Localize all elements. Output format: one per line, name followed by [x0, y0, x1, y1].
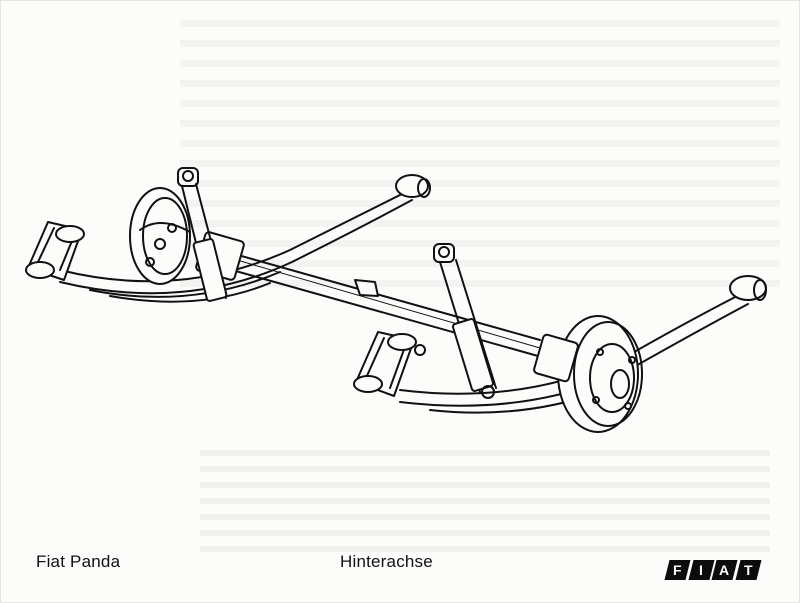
left-brake-drum: [129, 187, 191, 285]
logo-letter: A: [719, 562, 730, 578]
right-shock-absorber: [433, 243, 497, 399]
fiat-logo: F I A T: [664, 560, 761, 580]
model-caption: Fiat Panda: [36, 552, 121, 571]
logo-letter: F: [672, 562, 682, 578]
bleed-through-text-bottom: [200, 450, 770, 560]
axle-tube: [195, 231, 546, 359]
logo-tile: I: [688, 560, 714, 580]
right-brake-drum: [533, 315, 643, 433]
left-shackle: [25, 221, 85, 281]
left-leaf-spring: [59, 174, 431, 303]
logo-tile: T: [735, 560, 761, 580]
logo-tile: F: [664, 560, 690, 580]
left-shock-absorber: [177, 167, 228, 302]
part-caption: Hinterachse: [340, 552, 433, 571]
logo-tile: A: [711, 560, 737, 580]
logo-letter: I: [698, 562, 703, 578]
rear-axle-illustration: [25, 167, 767, 433]
logo-letter: T: [743, 562, 753, 578]
right-shackle: [353, 331, 426, 397]
